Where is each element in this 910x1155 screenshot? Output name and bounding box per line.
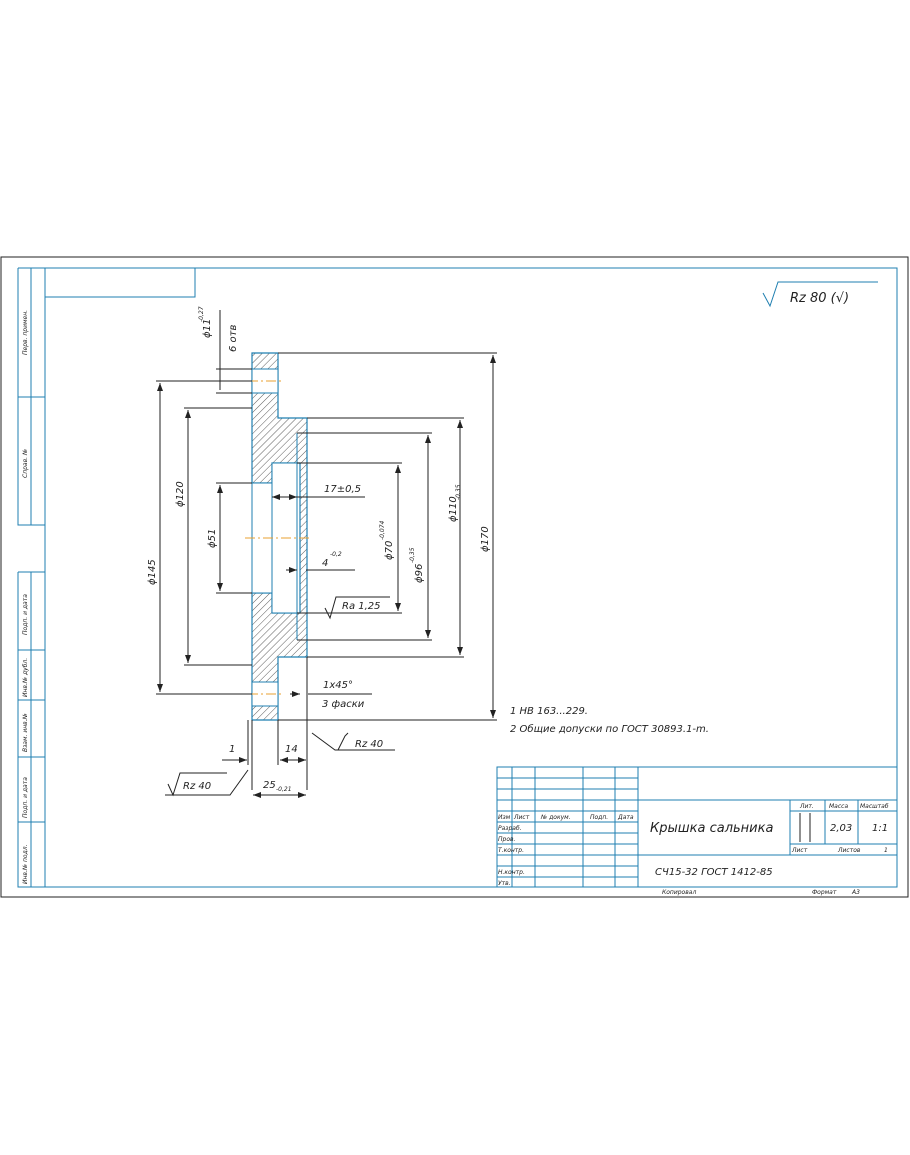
strip-label: Перв. примен.	[22, 310, 29, 355]
col-header: Дата	[617, 814, 634, 821]
dim-w25-tol: -0,21	[276, 786, 292, 793]
strip-label: Инв.№ подл.	[22, 844, 29, 884]
format-value: А3	[851, 889, 860, 896]
roughness-rz-left: Rz 40	[183, 781, 211, 792]
dim-d70-tol: -0,074	[379, 520, 386, 540]
note-2: 2 Общие допуски по ГОСТ 30893.1-m.	[510, 723, 709, 735]
lit-label: Лит.	[799, 803, 814, 810]
row-label: Утв.	[498, 880, 511, 887]
dim-d51: ϕ51	[207, 529, 218, 548]
general-roughness: Rz 80 (√)	[762, 281, 878, 308]
dim-chamfer: 1x45°	[323, 680, 353, 691]
dim-d96: ϕ96	[414, 564, 425, 583]
col-header: № докум.	[540, 814, 571, 821]
dim-d110-tol: -0,35	[455, 484, 462, 500]
strip-label: Справ. №	[22, 449, 29, 478]
dim-d120: ϕ120	[175, 481, 186, 507]
sheet-border	[0, 256, 909, 898]
col-header: Подп.	[590, 814, 608, 821]
mass-value: 2,03	[830, 823, 852, 834]
dim-d96-tol: -0,35	[409, 547, 416, 563]
dimension-texts: ϕ11 -0,27 6 отв ϕ145 ϕ120 ϕ51 ϕ70 -0,074…	[147, 306, 709, 793]
side-strip: Перв. примен. Справ. № Подп. и дата Инв.…	[17, 267, 45, 888]
mass-label: Масса	[829, 803, 848, 810]
note-1: 1 HB 163...229.	[510, 706, 588, 717]
strip-label: Взам. инв.№	[22, 713, 29, 752]
row-label: Разраб.	[498, 825, 522, 832]
roughness-rz-right: Rz 40	[355, 739, 383, 750]
dim-w4-tol: -0,2	[330, 551, 342, 558]
copied-label: Копировал	[662, 889, 696, 896]
dim-w25: 25	[263, 780, 276, 791]
sheet-label: Лист	[791, 847, 808, 854]
dimension-lines	[156, 310, 497, 798]
row-label: Т.контр.	[498, 847, 524, 854]
dim-d170: ϕ170	[480, 526, 491, 552]
scale-label: Масштаб	[860, 803, 889, 810]
dim-hole-count: 6 отв	[228, 325, 239, 352]
strip-label: Подп. и дата	[22, 594, 29, 635]
dim-d70: ϕ70	[384, 541, 395, 560]
dim-w4: 4	[322, 558, 328, 569]
dim-chamfer-count: 3 фаски	[322, 699, 365, 710]
dim-w14: 14	[285, 744, 298, 755]
dim-hole-tol: -0,27	[198, 306, 205, 322]
title-block: Изм Лист № докум. Подп. Дата Разраб. Про…	[496, 766, 898, 896]
dim-d145: ϕ145	[147, 559, 158, 585]
sheets-label: Листов	[837, 847, 861, 854]
col-header: Лист	[513, 814, 530, 821]
roughness-text: Rz 80 (√)	[790, 291, 849, 306]
row-label: Пров.	[498, 836, 516, 843]
drawing-frame	[44, 267, 898, 888]
part-section	[245, 352, 312, 721]
part-name: Крышка сальника	[650, 821, 773, 836]
format-label: Формат	[812, 889, 837, 896]
strip-label: Подп. и дата	[22, 777, 29, 818]
top-left-box	[44, 267, 196, 298]
material: СЧ15-32 ГОСТ 1412-85	[655, 867, 773, 878]
dim-hole: ϕ11	[202, 319, 213, 338]
sheets-value: 1	[884, 847, 888, 854]
dim-depth: 17±0,5	[324, 484, 361, 495]
col-header: Изм	[498, 814, 511, 821]
scale-value: 1:1	[872, 823, 888, 834]
strip-label: Инв.№ дубл.	[22, 658, 29, 697]
roughness-ra: Ra 1,25	[342, 601, 381, 612]
row-label: Н.контр.	[498, 869, 525, 876]
dim-d110: ϕ110	[448, 496, 459, 522]
dim-w1: 1	[229, 744, 235, 755]
